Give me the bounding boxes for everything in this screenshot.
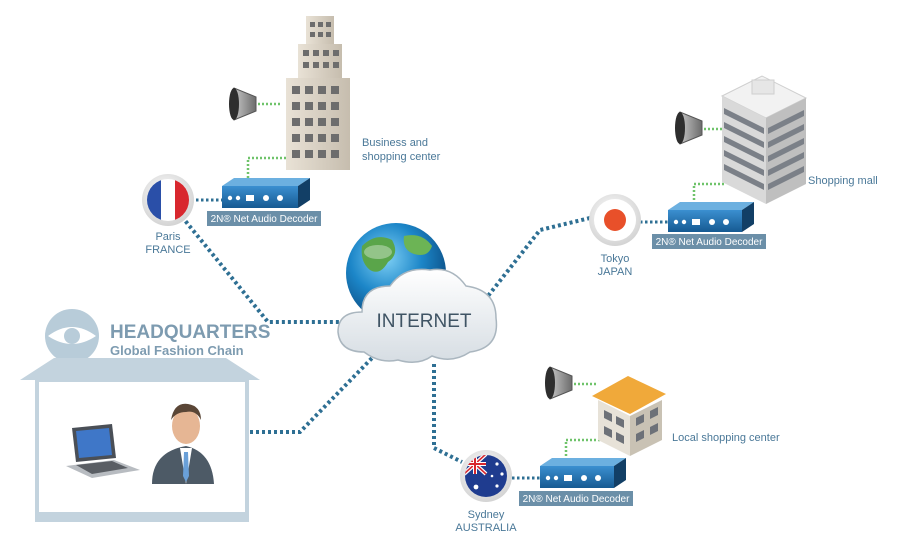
paris-country: FRANCE — [145, 244, 190, 256]
internet-group: INTERNET — [337, 223, 498, 363]
internet-cloud: INTERNET — [337, 268, 498, 363]
sydney-site: Local shopping center 2N® Net Audio Deco… — [455, 366, 780, 534]
hq-building-frame — [35, 378, 249, 522]
paris-device-label-box — [207, 211, 321, 226]
headquarters-group: HEADQUARTERS Global Fashion Chain — [20, 309, 270, 522]
paris-device-label: 2N® Net Audio Decoder — [211, 214, 319, 225]
internet-label: INTERNET — [377, 311, 472, 332]
paris-site: Business and shopping center 2N® Net Aud… — [142, 16, 441, 256]
sydney-decoder-device — [540, 458, 626, 488]
link-sydney-internet — [432, 364, 463, 464]
tokyo-country: JAPAN — [598, 266, 633, 278]
tokyo-city: Tokyo — [601, 253, 630, 265]
sydney-building-label: Local shopping center — [672, 432, 780, 444]
office-tower-icon — [720, 75, 808, 204]
house-icon — [592, 376, 666, 456]
eye-logo-icon — [45, 309, 99, 363]
skyscraper-icon — [286, 16, 350, 170]
paris-city: Paris — [155, 231, 181, 243]
link-hq-internet — [250, 356, 374, 434]
tokyo-building-label: Shopping mall — [808, 175, 878, 187]
device-links — [196, 198, 668, 480]
australia-flag-icon — [460, 450, 512, 502]
tokyo-device-label-box — [652, 234, 766, 249]
sydney-city: Sydney — [468, 509, 505, 521]
paris-decoder-device — [222, 178, 310, 208]
tokyo-decoder-device — [668, 202, 754, 232]
paris-speaker-icon — [229, 87, 257, 121]
tokyo-site: Shopping mall 2N® Net Audio Decoder Toky… — [589, 75, 878, 278]
businessman-icon — [152, 403, 214, 484]
sydney-device-label: 2N® Net Audio Decoder — [523, 494, 631, 505]
sydney-speaker-icon — [545, 366, 573, 400]
sydney-device-label-box — [519, 491, 633, 506]
hq-subtitle: Global Fashion Chain — [110, 343, 244, 358]
sensor-links — [246, 102, 726, 460]
laptop-icon — [66, 424, 140, 478]
paris-building-label-1: Business and — [362, 137, 428, 149]
paris-building-label-2: shopping center — [362, 151, 441, 163]
tokyo-device-label: 2N® Net Audio Decoder — [656, 237, 764, 248]
link-tokyo-internet — [486, 216, 591, 298]
hq-roof — [20, 358, 260, 380]
tokyo-speaker-icon — [675, 111, 703, 145]
france-flag-icon — [142, 174, 194, 226]
sydney-country: AUSTRALIA — [455, 522, 517, 534]
japan-flag-icon — [589, 194, 641, 246]
link-paris-internet — [176, 210, 360, 324]
network-links — [176, 210, 591, 464]
hq-title: HEADQUARTERS — [110, 322, 270, 343]
